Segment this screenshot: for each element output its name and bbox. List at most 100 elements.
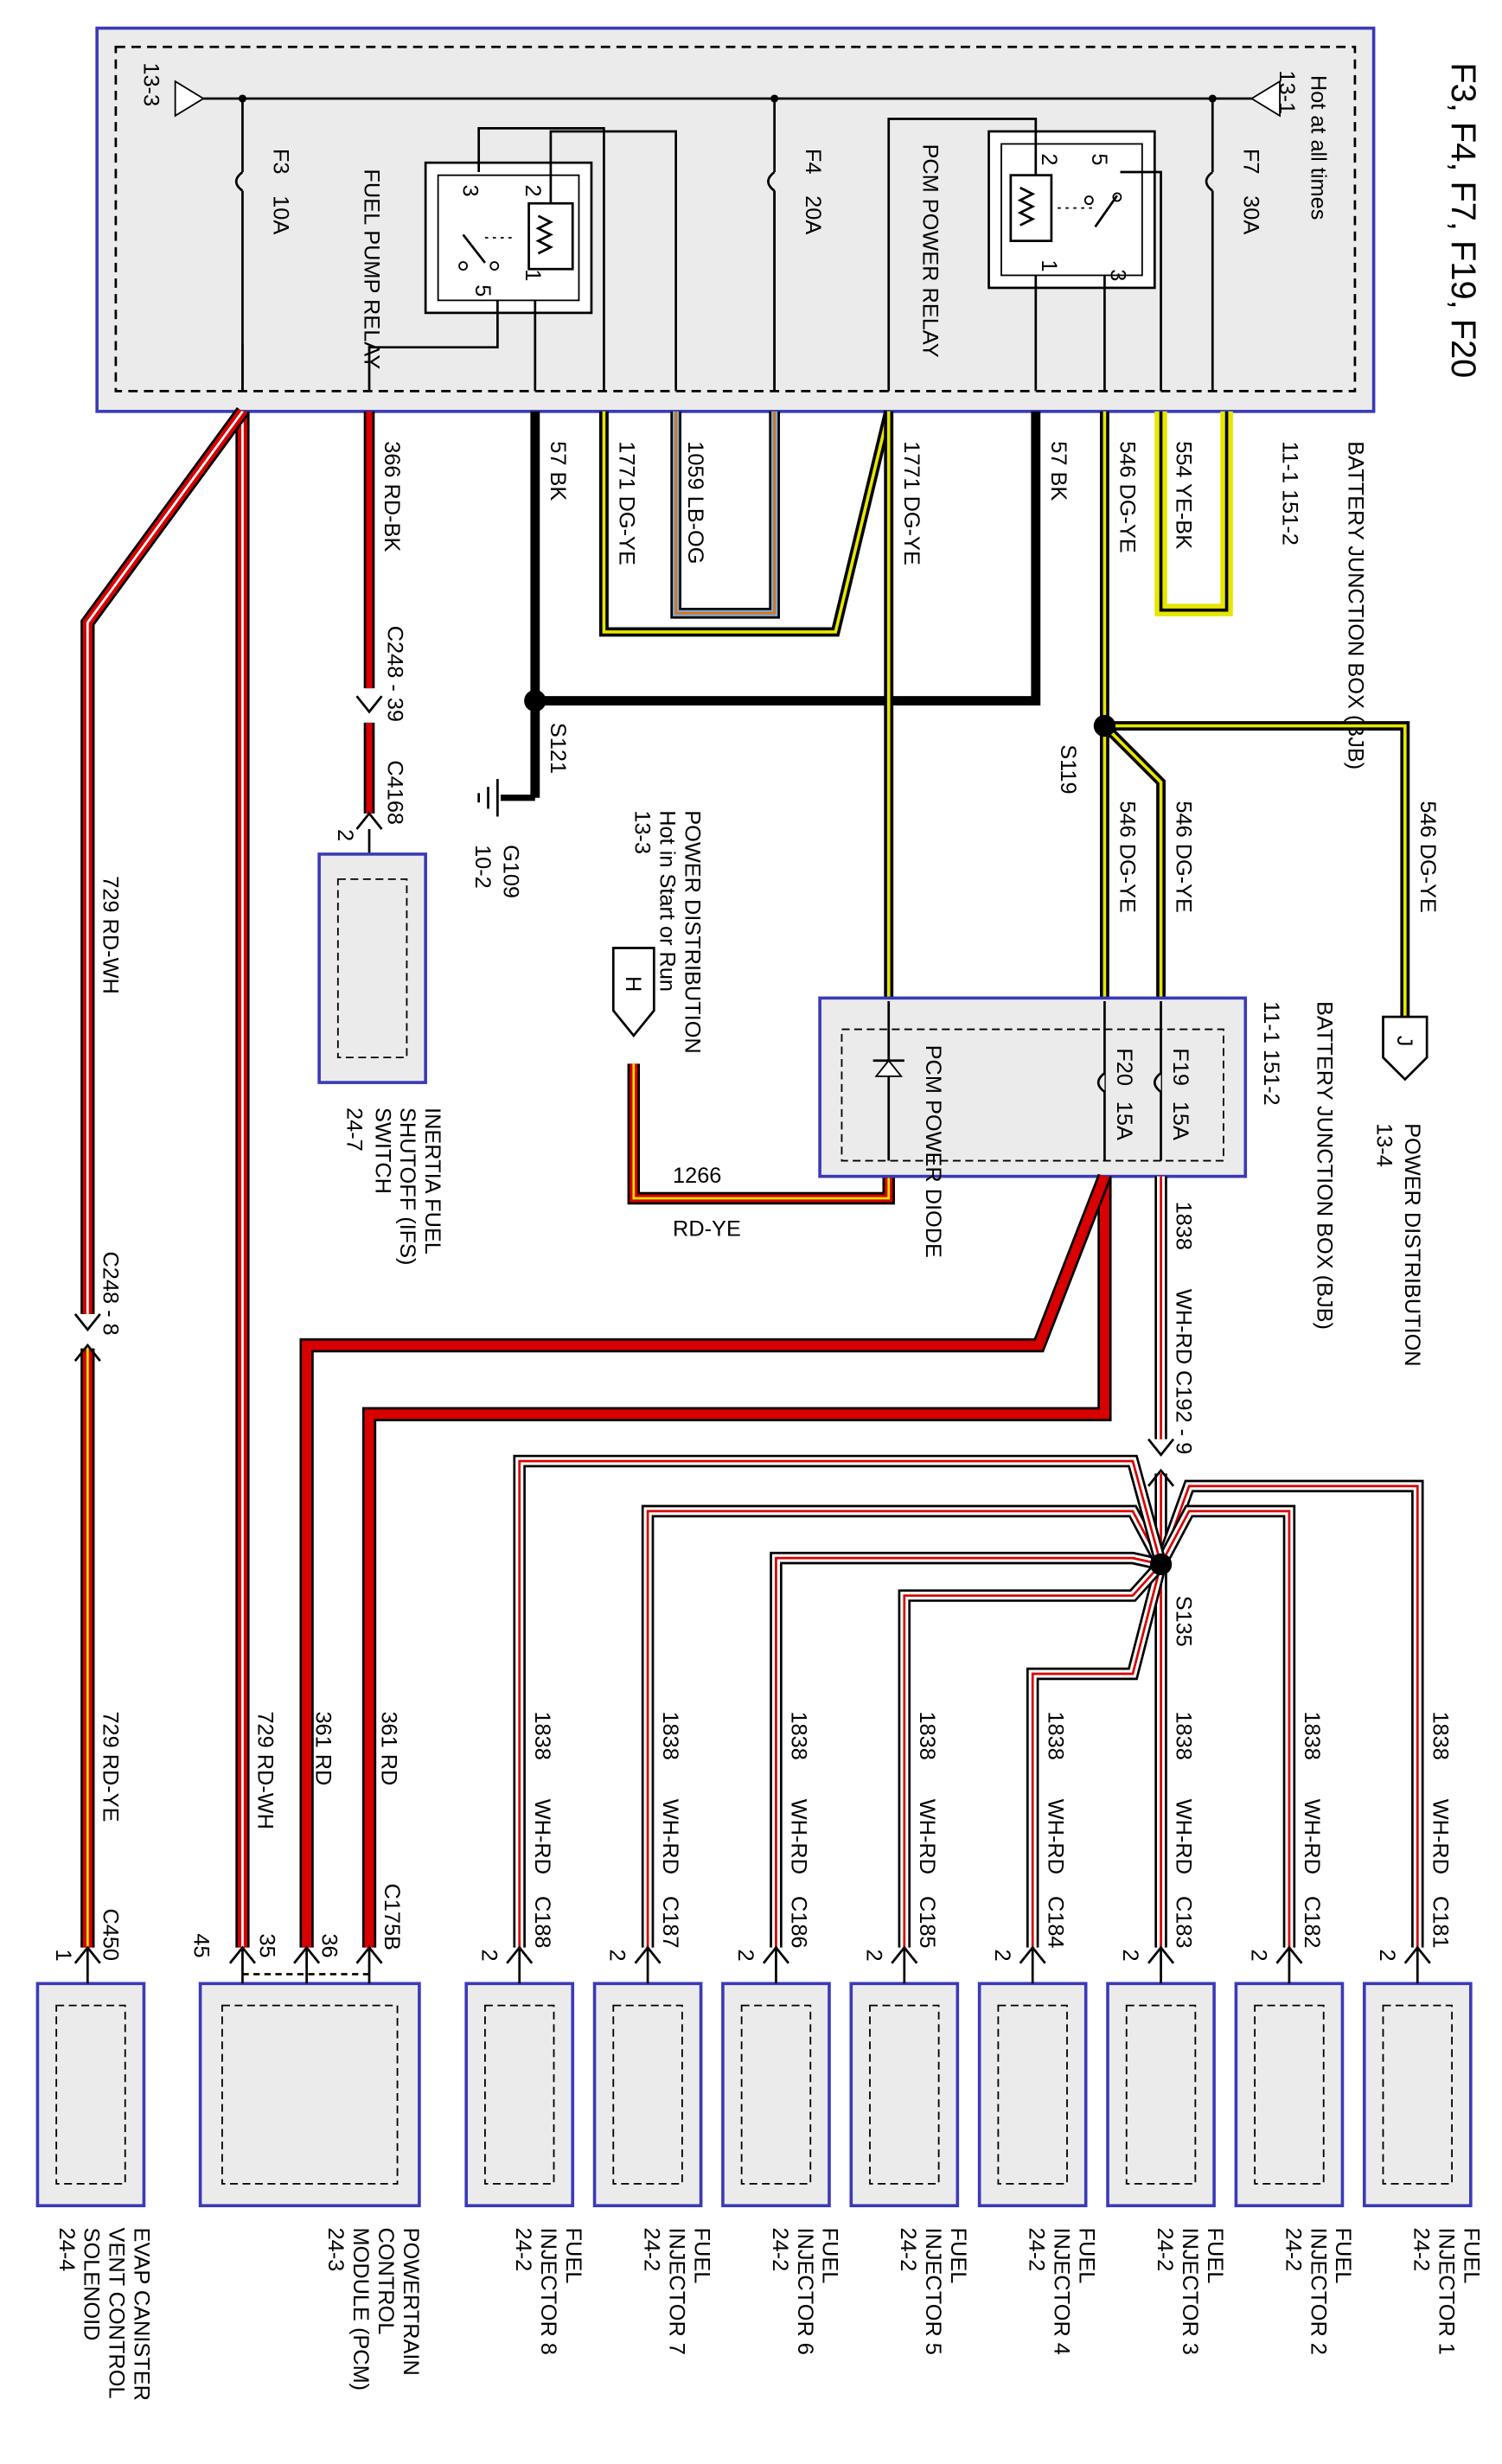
injector-ref: 24-2 [768, 2228, 792, 2272]
fpr-pin-5: 5 [470, 284, 495, 297]
power-dist-h-tag: H [621, 976, 645, 992]
ifs-ref: 24-7 [342, 1108, 367, 1152]
fuse-f3-id: F3 [269, 149, 293, 175]
pcm-pin-36: 36 [317, 1933, 342, 1957]
wire-1838-main-color: WH-RD [1172, 1289, 1196, 1364]
injector-connector: C182 [1300, 1896, 1324, 1949]
wire-546d-label: 546 DG-YE [1416, 801, 1440, 913]
injector-name-line1: FUEL [818, 2228, 842, 2284]
bjb-lower-label: BATTERY JUNCTION BOX (BJB) [1312, 1001, 1336, 1330]
injector-wire-number: 1838 [530, 1711, 554, 1759]
evap-ref: 24-4 [54, 2228, 79, 2272]
injector-wire-color: WH-RD [1043, 1799, 1067, 1874]
wire-366-label: 366 RD-BK [380, 441, 404, 552]
injector-wire-number: 1838 [1043, 1711, 1067, 1759]
wire-729b-label: 729 RD-YE [98, 1711, 122, 1822]
injector-ref: 24-2 [1153, 2228, 1177, 2272]
conn-c4168: C4168 [383, 760, 407, 825]
fuel-pump-relay [424, 161, 593, 315]
power-dist-h-ref: 13-3 [630, 810, 655, 854]
fpr-pin-1: 1 [521, 269, 545, 281]
ifs-name-2: SHUTOFF (IFS) [395, 1108, 419, 1265]
pcmr-pin-5: 5 [1087, 153, 1111, 165]
injector-wire-number: 1838 [1428, 1711, 1452, 1759]
injector-pin: 2 [733, 1949, 757, 1961]
wire-57b-label: 57 BK [1046, 441, 1071, 501]
pcm-pin-arrows [228, 1945, 383, 1984]
wire-1771a-label: 1771 DG-YE [615, 441, 639, 565]
wire-554-label: 554 YE-BK [1172, 441, 1196, 549]
fuse-f7-rating: 30A [1238, 195, 1262, 234]
fuse-f7 [1205, 98, 1214, 392]
power-dist-h-text: POWER DISTRIBUTION [681, 810, 705, 1053]
fpr-pin-2: 2 [521, 185, 545, 197]
wire-1838-main [1147, 1176, 1175, 1565]
wire-546 [1093, 411, 1410, 1018]
wire-554 [1154, 411, 1233, 616]
injector-wire-color: WH-RD [1172, 1799, 1196, 1874]
injector-wire [646, 1510, 1162, 1948]
power-dist-h-sub: Hot in Start or Run [655, 810, 680, 992]
injector-wire-color: WH-RD [787, 1799, 811, 1874]
injector-wire [1031, 1564, 1162, 1948]
pcm-name-3: MODULE (PCM) [348, 2228, 373, 2391]
wire-57a-label: 57 BK [546, 441, 570, 501]
injector-wire [1160, 1510, 1291, 1948]
evap-pin: 1 [51, 1949, 75, 1961]
injector-pin: 2 [476, 1949, 501, 1961]
injector-wire [775, 1556, 1161, 1948]
injector-wire-number: 1838 [1300, 1711, 1324, 1759]
injector-wire-color: WH-RD [1300, 1799, 1324, 1874]
pcmr-pin-2: 2 [1037, 153, 1061, 165]
hot-at-all-times-label: Hot at all times [1306, 75, 1330, 220]
wire-1771-1059-loop [598, 410, 894, 1002]
pcmr-pin-3: 3 [1106, 269, 1130, 281]
bjb-lower-box [818, 996, 1248, 1178]
injector-wire-number: 1838 [915, 1711, 939, 1759]
fuse-f3-rating: 10A [269, 195, 293, 234]
injector-name-line1: FUEL [689, 2228, 713, 2284]
injector-name-line1: FUEL [1331, 2228, 1355, 2284]
ground-ref: 10-2 [470, 845, 495, 889]
conn-c175b: C175B [380, 1883, 404, 1950]
injector-wire [515, 1457, 1165, 1948]
conn-c450: C450 [98, 1908, 122, 1961]
injector-name-line2: INJECTOR 1 [1435, 2228, 1459, 2355]
splice-s121: S121 [546, 723, 570, 774]
fuse-f7-id: F7 [1238, 149, 1262, 175]
evap-name-1: EVAP CANISTER [130, 2228, 154, 2401]
pcm-power-relay-label: PCM POWER RELAY [918, 144, 943, 357]
injector-name-line2: INJECTOR 7 [664, 2228, 688, 2355]
injector-name-line2: INJECTOR 4 [1050, 2228, 1074, 2355]
injector-pin: 2 [1118, 1949, 1142, 1961]
pcm-box [198, 1973, 421, 2208]
bjb-top-ref: 11-1 151-2 [1278, 441, 1302, 546]
pcmr-pin-1: 1 [1037, 259, 1061, 271]
injector-wire-color: WH-RD [658, 1799, 682, 1874]
wire-361b-label: 361 RD [310, 1711, 335, 1785]
pcm-name-1: POWERTRAIN [399, 2228, 423, 2376]
bjb-top-label: BATTERY JUNCTION BOX (BJB) [1344, 441, 1368, 769]
fuse-f19-rating: 15A [1168, 1101, 1192, 1140]
ground-icon [477, 779, 499, 817]
power-dist-j-connector [1382, 1015, 1428, 1082]
injector-connector: C184 [1043, 1896, 1067, 1949]
fuse-f4-id: F4 [801, 149, 825, 175]
wire-1059-label: 1059 LB-OG [683, 441, 707, 564]
conn-c192-9: C192 - 9 [1172, 1370, 1196, 1454]
pcm-power-relay [987, 130, 1156, 290]
injector-connector: C186 [787, 1896, 811, 1949]
injector-wire [518, 1459, 1162, 1948]
pcm-name-2: CONTROL [374, 2228, 398, 2335]
wire-1771b-label: 1771 DG-YE [899, 441, 924, 565]
injector-wire-number: 1838 [658, 1711, 682, 1759]
injector-wire [771, 1554, 1162, 1948]
bjb-internal-wiring [241, 118, 1162, 392]
injector-pin: 2 [605, 1949, 630, 1961]
injector-pin: 2 [1375, 1949, 1399, 1961]
splice-s135-dot [1149, 1553, 1173, 1576]
conn-c248-39: C248 - 39 [383, 626, 407, 722]
injector-wire-color: WH-RD [530, 1799, 554, 1874]
